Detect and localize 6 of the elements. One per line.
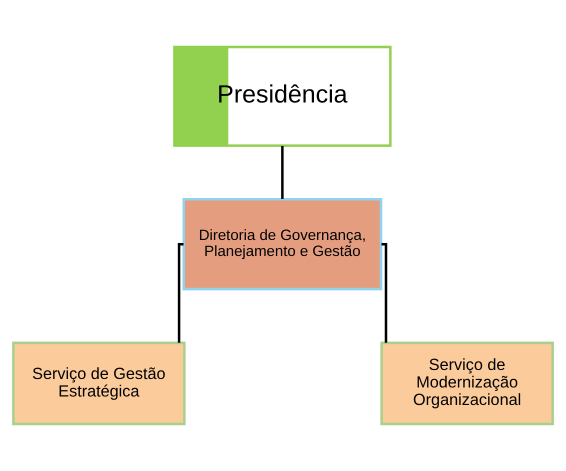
connector <box>178 243 184 343</box>
node-box: Serviço de Modernização Organizacional <box>380 342 554 426</box>
node-box: Diretoria de Governança, Planejamento e Gestão <box>182 198 382 290</box>
connector <box>382 243 388 343</box>
connector <box>281 146 284 199</box>
node-box: Serviço de Gestão Estratégica <box>12 342 186 426</box>
